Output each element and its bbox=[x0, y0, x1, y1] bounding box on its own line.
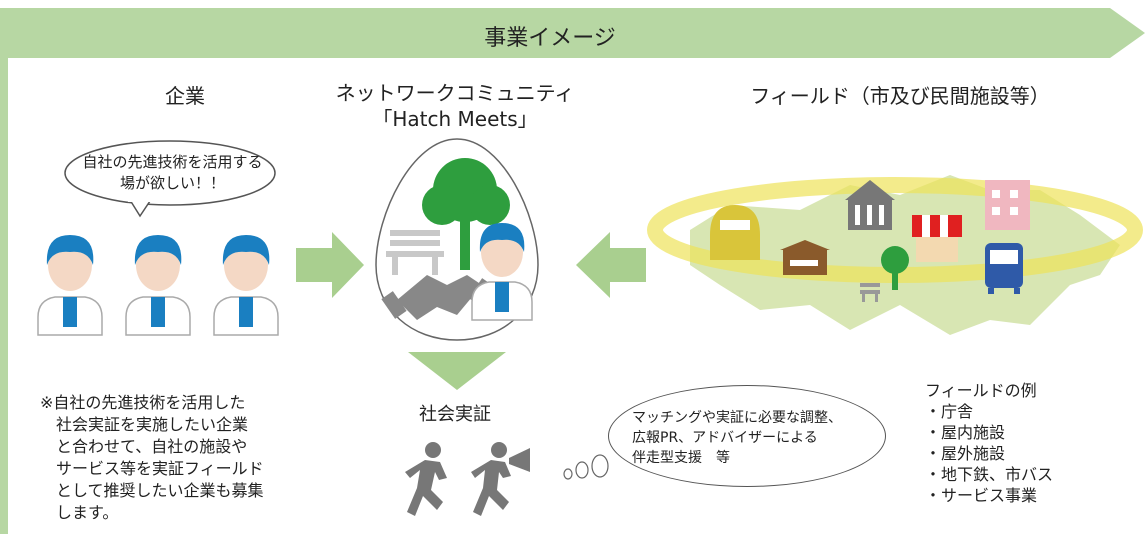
tree-icon bbox=[422, 158, 510, 270]
left-border bbox=[0, 8, 8, 534]
list-item: ・地下鉄、市バス bbox=[925, 465, 1054, 484]
recruitment-note: ※自社の先進技術を活用した 社会実証を実施したい企業 と合わせて、自社の施設や … bbox=[40, 393, 264, 522]
person-icon bbox=[471, 223, 533, 321]
bench-icon bbox=[860, 283, 880, 302]
shop-icon bbox=[912, 215, 962, 262]
verification-label: 社会実証 bbox=[419, 404, 491, 425]
field-examples-title: フィールドの例 bbox=[925, 381, 1037, 400]
person-icon bbox=[213, 235, 279, 336]
support-bubble bbox=[608, 385, 886, 487]
train-icon bbox=[985, 243, 1023, 294]
person-icon bbox=[125, 235, 191, 336]
thought-dots bbox=[563, 454, 609, 480]
person-icon bbox=[37, 235, 103, 336]
field-heading: フィールド（市及び民間施設等） bbox=[750, 84, 1050, 108]
house-icon bbox=[780, 240, 830, 275]
list-item: ・サービス事業 bbox=[925, 486, 1038, 505]
field-map bbox=[647, 175, 1143, 335]
community-heading-line1: ネットワークコミュニティ bbox=[335, 81, 575, 105]
runner-icon bbox=[405, 442, 447, 516]
runner-icons bbox=[405, 442, 530, 516]
banner-title: 事業イメージ bbox=[484, 26, 616, 51]
list-item: ・庁舎 bbox=[925, 402, 974, 421]
city-hall-icon bbox=[845, 180, 895, 230]
company-heading: 企業 bbox=[165, 84, 205, 108]
community-egg bbox=[375, 138, 539, 341]
company-people bbox=[37, 235, 279, 336]
list-item: ・屋内施設 bbox=[925, 423, 1006, 442]
list-item: ・屋外施設 bbox=[925, 444, 1006, 463]
hospital-icon bbox=[985, 180, 1030, 230]
field-examples: フィールドの例 ・庁舎 ・屋内施設 ・屋外施設 ・地下鉄、市バス ・サービス事業 bbox=[925, 380, 1125, 506]
community-heading: ネットワークコミュニティ 「Hatch Meets」 bbox=[325, 80, 585, 132]
speech-bubble bbox=[64, 140, 276, 218]
arrow-left-icon bbox=[576, 232, 646, 298]
megaphone-runner-icon bbox=[471, 442, 530, 516]
banner-arrow bbox=[0, 8, 1145, 58]
bench-icon bbox=[386, 230, 444, 275]
school-icon bbox=[710, 205, 760, 260]
community-heading-line2: 「Hatch Meets」 bbox=[372, 107, 538, 131]
tree-icon bbox=[881, 246, 909, 290]
support-text: マッチングや実証に必要な調整、 広報PR、アドバイザーによる 伴走型支援 等 bbox=[632, 410, 842, 466]
arrow-right-icon bbox=[296, 232, 364, 298]
speech-text: 自社の先進技術を活用する 場が欲しい！！ bbox=[82, 153, 263, 192]
arrow-down-icon bbox=[408, 352, 506, 390]
